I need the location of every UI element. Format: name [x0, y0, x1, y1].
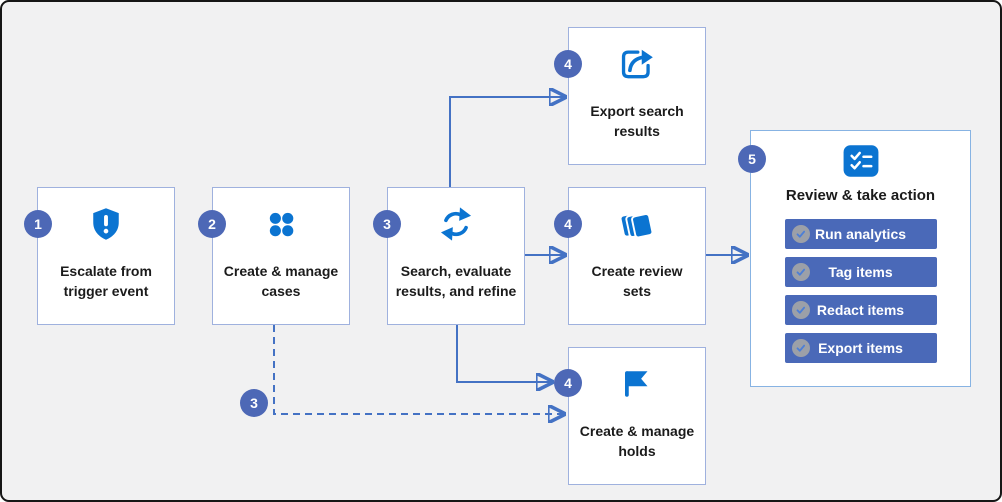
step-label-line: results: [614, 123, 660, 139]
check-circle-icon: [791, 263, 810, 281]
step-box-escalate: Escalate from trigger event: [37, 187, 175, 325]
step-label-line: Create & manage: [579, 423, 695, 439]
step-label-line: Escalate from: [60, 263, 152, 279]
step-label-line: Export search: [590, 103, 684, 119]
flag-icon: [619, 365, 655, 403]
action-chip-redact-items: Redact items: [784, 295, 937, 325]
action-chip-export-items: Export items: [784, 333, 937, 363]
action-chip-label: Tag items: [828, 264, 893, 280]
connector-search-to-holds: [456, 325, 552, 382]
connector-search-to-export: [449, 97, 565, 187]
step-label-line: Create review: [591, 263, 683, 279]
step-label-line: sets: [622, 283, 652, 299]
action-chip-list: Run analytics Tag items Redact items Exp…: [784, 219, 937, 363]
action-chip-run-analytics: Run analytics: [784, 219, 937, 249]
checklist-icon: [842, 144, 880, 178]
step-badge-4-holds: 4: [554, 369, 582, 397]
action-chip-label: Redact items: [816, 302, 905, 318]
review-take-action-panel: Review & take action Run analytics Tag i…: [750, 130, 971, 387]
shield-alert-icon: [88, 205, 124, 243]
step-box-holds: Create & manage holds: [568, 347, 706, 485]
step-badge-4-export: 4: [554, 50, 582, 78]
step-badge-4-reviewsets: 4: [554, 210, 582, 238]
step-label-line: trigger event: [63, 283, 149, 299]
step-badge-3: 3: [373, 210, 401, 238]
step-label-line: Search, evaluate: [400, 263, 512, 279]
step-box-cases: Create & manage cases: [212, 187, 350, 325]
step-box-review-sets: Create review sets: [568, 187, 706, 325]
action-chip-tag-items: Tag items: [784, 257, 937, 287]
check-circle-icon: [791, 225, 810, 243]
check-circle-icon: [791, 301, 810, 319]
export-share-icon: [617, 45, 657, 83]
step-label-line: holds: [618, 443, 656, 459]
step-label-line: Create & manage: [223, 263, 339, 279]
step-badge-2: 2: [198, 210, 226, 238]
step-badge-1: 1: [24, 210, 52, 238]
step-label-line: results, and refine: [395, 283, 517, 299]
panel-title: Review & take action: [785, 187, 936, 204]
action-chip-label: Export items: [818, 340, 903, 356]
step-label-line: cases: [261, 283, 301, 299]
step-badge-5: 5: [738, 145, 766, 173]
step-box-search: Search, evaluate results, and refine: [387, 187, 525, 325]
grid-dots-icon: [263, 205, 299, 243]
check-circle-icon: [791, 339, 810, 357]
step-badge-3-dashed-branch: 3: [240, 389, 268, 417]
action-chip-label: Run analytics: [814, 226, 907, 242]
sync-icon: [437, 205, 475, 243]
step-box-export-search: Export search results: [568, 27, 706, 165]
review-sets-stack-icon: [618, 205, 656, 243]
connector-cases-to-holds-dashed: [273, 325, 564, 414]
